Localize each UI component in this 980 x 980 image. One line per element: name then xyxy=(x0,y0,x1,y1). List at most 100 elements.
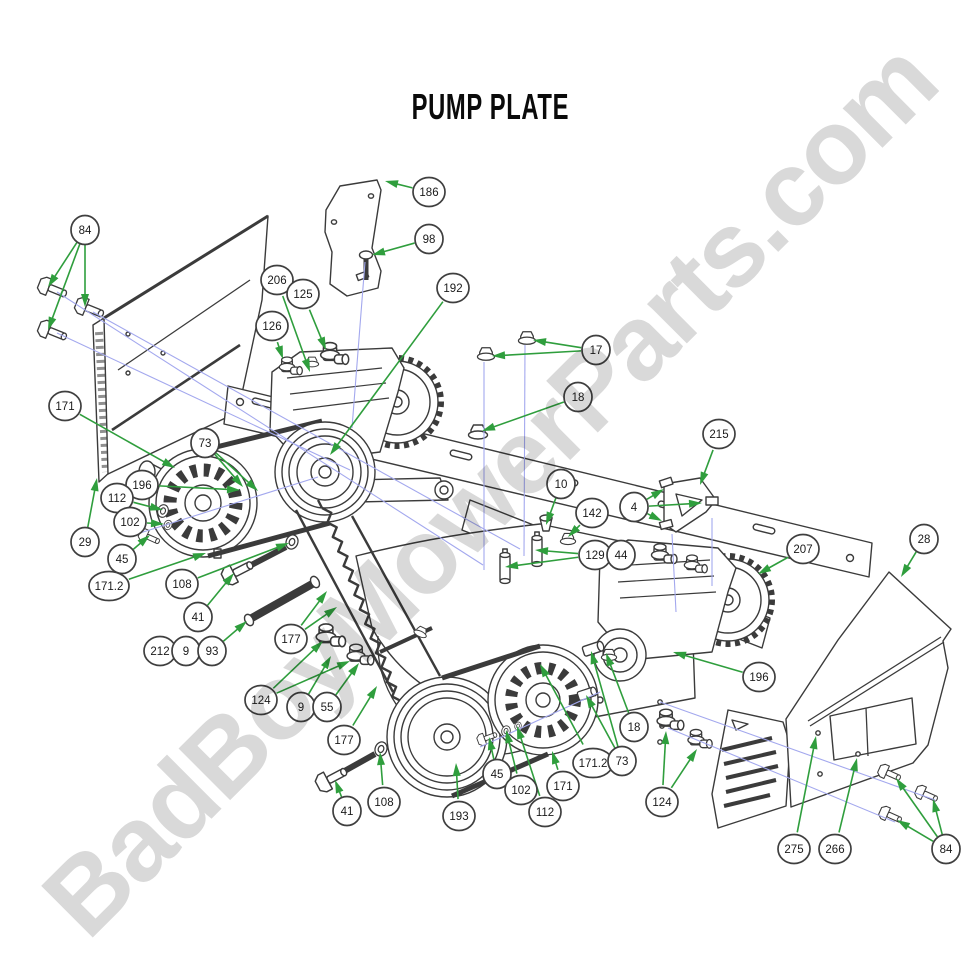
callout-balloon-124[interactable]: 124 xyxy=(645,786,679,818)
callout-balloon-108[interactable]: 108 xyxy=(367,786,401,818)
alignment-line xyxy=(671,533,677,613)
arrowhead xyxy=(897,820,911,831)
arrowhead xyxy=(673,651,687,660)
callout-balloon-44[interactable]: 44 xyxy=(606,539,636,571)
balloon-circle[interactable] xyxy=(412,176,446,208)
callout-balloon-41[interactable]: 41 xyxy=(332,795,362,827)
callout-balloon-193[interactable]: 193 xyxy=(442,800,476,832)
balloon-circle[interactable] xyxy=(742,661,776,693)
callout-balloon-73[interactable]: 73 xyxy=(607,745,637,777)
callout-balloon-129[interactable]: 129 xyxy=(578,539,612,571)
callout-balloon-142[interactable]: 142 xyxy=(575,497,609,529)
balloon-circle[interactable] xyxy=(909,523,939,555)
balloon-circle[interactable] xyxy=(777,833,811,865)
callout-balloon-102[interactable]: 102 xyxy=(504,774,538,806)
callout-balloon-212[interactable]: 212 xyxy=(143,635,177,667)
callout-balloon-45[interactable]: 45 xyxy=(482,758,512,790)
balloon-circle[interactable] xyxy=(113,506,147,538)
balloon-circle[interactable] xyxy=(70,214,100,246)
callout-balloon-108[interactable]: 108 xyxy=(165,568,199,600)
balloon-circle[interactable] xyxy=(197,635,227,667)
balloon-circle[interactable] xyxy=(482,758,512,790)
arrowhead xyxy=(661,731,670,745)
callout-balloon-18[interactable]: 18 xyxy=(563,381,593,413)
balloon-circle[interactable] xyxy=(606,539,636,571)
callout-balloon-171.2[interactable]: 171.2 xyxy=(88,570,130,602)
callout-balloon-9[interactable]: 9 xyxy=(286,691,316,723)
callout-balloon-215[interactable]: 215 xyxy=(702,418,736,450)
callout-balloon-28[interactable]: 28 xyxy=(909,523,939,555)
callout-balloon-112[interactable]: 112 xyxy=(100,482,134,514)
balloon-circle[interactable] xyxy=(312,691,342,723)
callout-balloon-125[interactable]: 125 xyxy=(286,278,320,310)
balloon-circle[interactable] xyxy=(414,223,444,255)
balloon-circle[interactable] xyxy=(786,533,820,565)
balloon-circle[interactable] xyxy=(165,568,199,600)
balloon-circle[interactable] xyxy=(563,381,593,413)
balloon-circle[interactable] xyxy=(931,833,961,865)
balloon-circle[interactable] xyxy=(274,623,308,655)
balloon-circle[interactable] xyxy=(88,570,130,602)
balloon-circle[interactable] xyxy=(528,796,562,828)
balloon-circle[interactable] xyxy=(818,833,852,865)
callout-balloon-177[interactable]: 177 xyxy=(274,623,308,655)
leader-line xyxy=(334,301,444,449)
arrowhead xyxy=(758,564,772,574)
callout-balloon-73[interactable]: 73 xyxy=(190,427,220,459)
callout-balloon-171.2[interactable]: 171.2 xyxy=(572,747,614,779)
callout-balloon-84[interactable]: 84 xyxy=(70,214,100,246)
callout-balloon-186[interactable]: 186 xyxy=(412,176,446,208)
callout-balloon-275[interactable]: 275 xyxy=(777,833,811,865)
callout-balloon-41[interactable]: 41 xyxy=(183,601,213,633)
balloon-circle[interactable] xyxy=(619,491,649,523)
balloon-circle[interactable] xyxy=(190,427,220,459)
callout-balloon-126[interactable]: 126 xyxy=(255,310,289,342)
balloon-circle[interactable] xyxy=(244,684,278,716)
balloon-circle[interactable] xyxy=(575,497,609,529)
callout-balloon-177[interactable]: 177 xyxy=(327,724,361,756)
callout-balloon-9[interactable]: 9 xyxy=(171,635,201,667)
balloon-circle[interactable] xyxy=(546,770,580,802)
callout-balloon-266[interactable]: 266 xyxy=(818,833,852,865)
callout-balloon-45[interactable]: 45 xyxy=(107,543,137,575)
callout-balloon-207[interactable]: 207 xyxy=(786,533,820,565)
balloon-circle[interactable] xyxy=(327,724,361,756)
callout-balloon-29[interactable]: 29 xyxy=(70,526,100,558)
balloon-circle[interactable] xyxy=(436,272,470,304)
balloon-circle[interactable] xyxy=(48,390,82,422)
callout-balloon-4[interactable]: 4 xyxy=(619,491,649,523)
callout-balloon-206[interactable]: 206 xyxy=(260,264,294,296)
balloon-circle[interactable] xyxy=(581,334,611,366)
balloon-circle[interactable] xyxy=(619,711,649,743)
callout-balloon-84[interactable]: 84 xyxy=(931,833,961,865)
callout-balloon-98[interactable]: 98 xyxy=(414,223,444,255)
balloon-circle[interactable] xyxy=(332,795,362,827)
callout-balloon-171[interactable]: 171 xyxy=(48,390,82,422)
balloon-circle[interactable] xyxy=(504,774,538,806)
balloon-circle[interactable] xyxy=(702,418,736,450)
balloon-circle[interactable] xyxy=(607,745,637,777)
callout-balloon-18[interactable]: 18 xyxy=(619,711,649,743)
callout-balloon-124[interactable]: 124 xyxy=(244,684,278,716)
balloon-circle[interactable] xyxy=(183,601,213,633)
callout-balloon-55[interactable]: 55 xyxy=(312,691,342,723)
callout-balloon-196[interactable]: 196 xyxy=(742,661,776,693)
balloon-circle[interactable] xyxy=(255,310,289,342)
balloon-circle[interactable] xyxy=(286,278,320,310)
balloon-circle[interactable] xyxy=(70,526,100,558)
balloon-circle[interactable] xyxy=(107,543,137,575)
arrowhead xyxy=(320,656,331,670)
balloon-circle[interactable] xyxy=(260,264,294,296)
balloon-circle[interactable] xyxy=(546,468,576,500)
callout-balloon-192[interactable]: 192 xyxy=(436,272,470,304)
callout-balloon-93[interactable]: 93 xyxy=(197,635,227,667)
callout-balloon-17[interactable]: 17 xyxy=(581,334,611,366)
callout-balloon-102[interactable]: 102 xyxy=(113,506,147,538)
balloon-circle[interactable] xyxy=(367,786,401,818)
callout-balloon-171[interactable]: 171 xyxy=(546,770,580,802)
balloon-circle[interactable] xyxy=(645,786,679,818)
callout-balloon-196[interactable]: 196 xyxy=(125,469,159,501)
callout-balloon-10[interactable]: 10 xyxy=(546,468,576,500)
balloon-circle[interactable] xyxy=(442,800,476,832)
callout-balloon-112[interactable]: 112 xyxy=(528,796,562,828)
